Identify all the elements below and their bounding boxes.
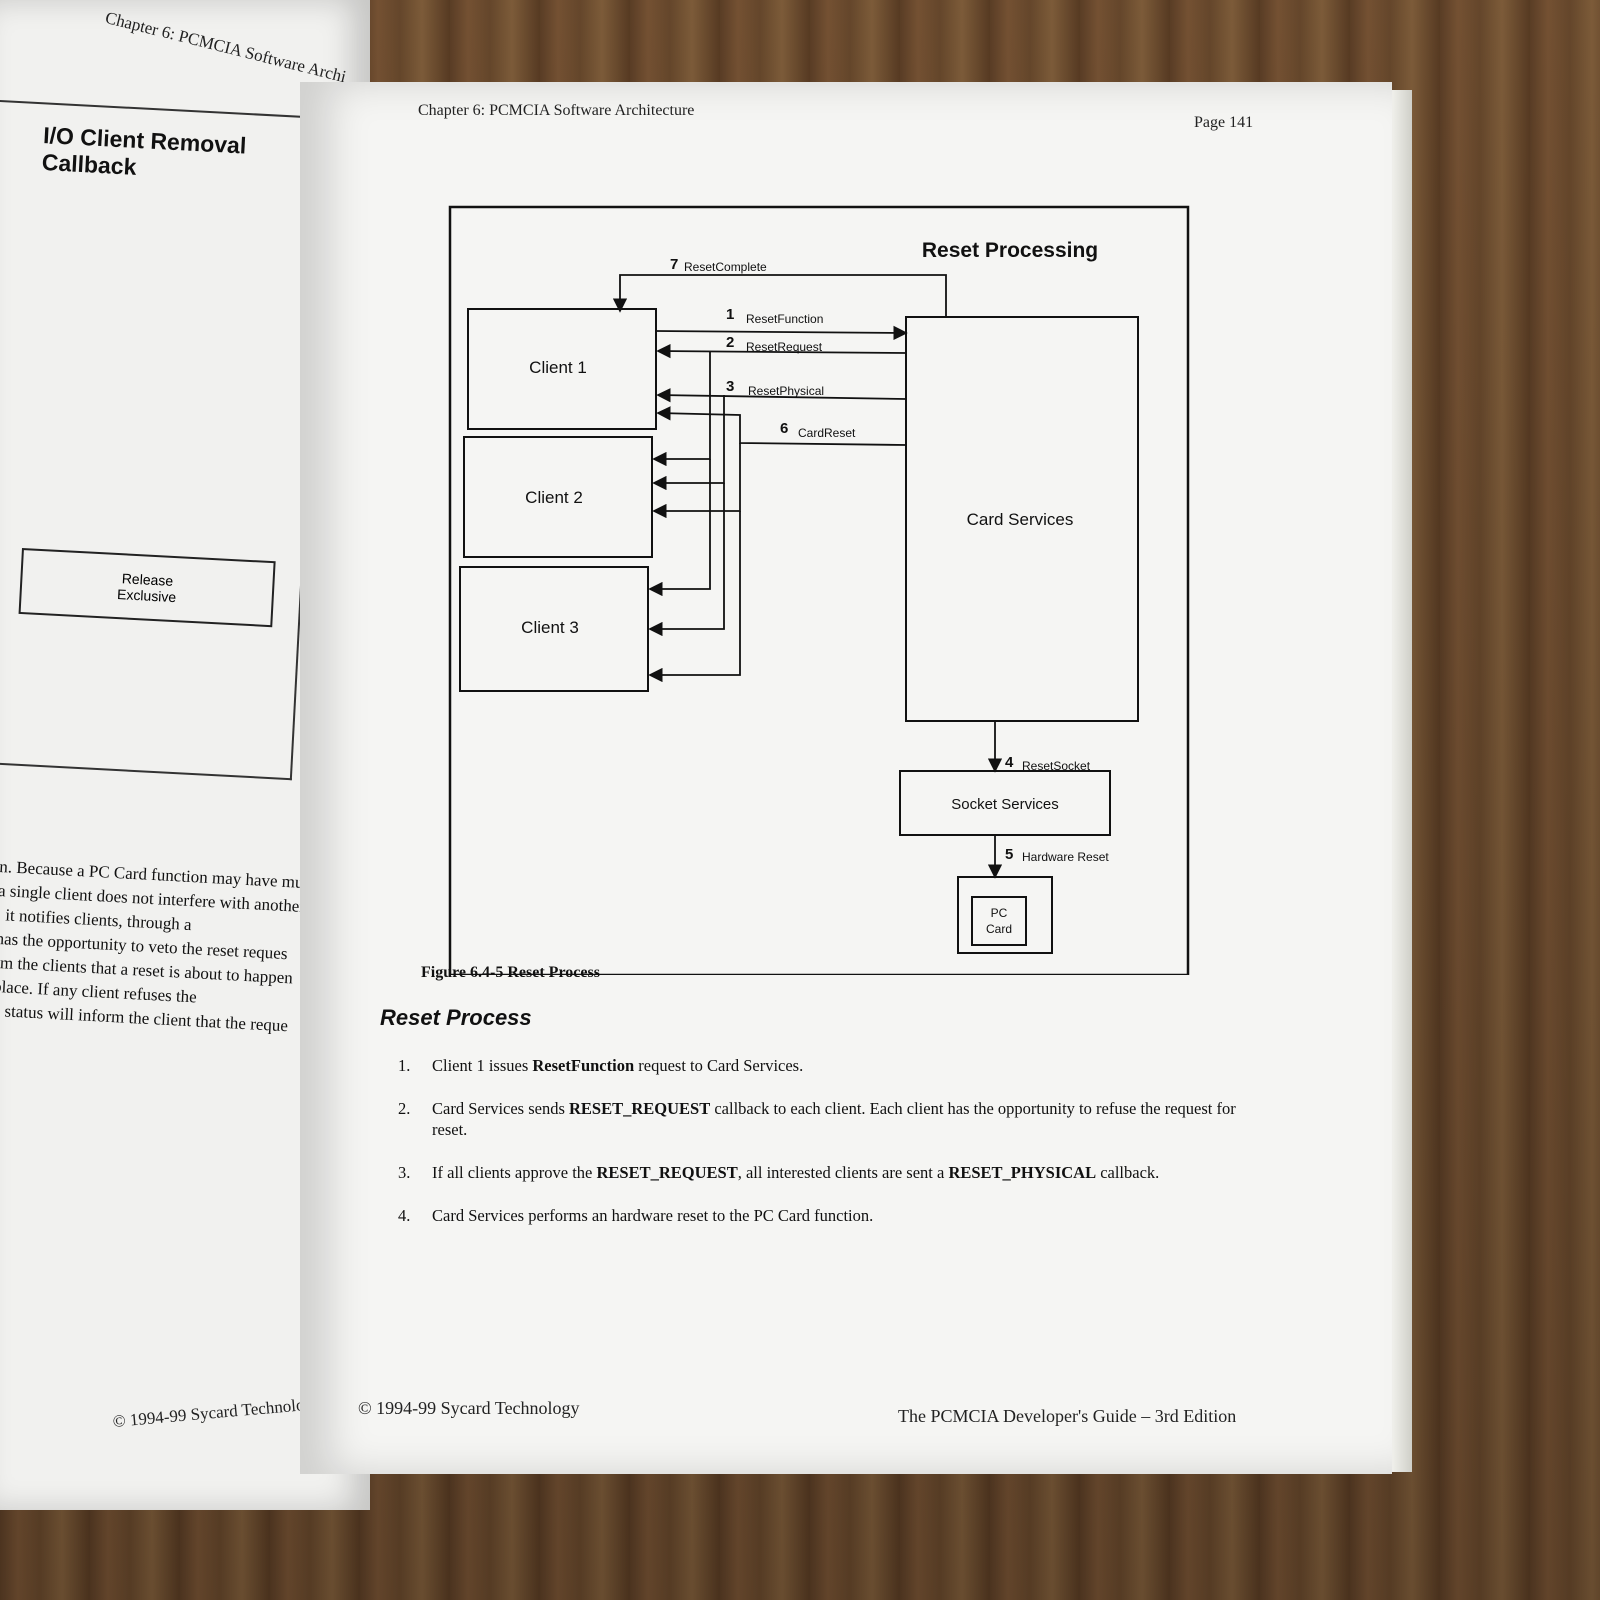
arrow-1-number: 1 [726,306,734,323]
arrow-6-label: CardReset [798,426,856,440]
pc-card-label-line1: PC [991,906,1008,920]
step-text-plain: Card Services performs an hardware reset… [432,1206,874,1225]
reset-process-diagram: Reset Processing Client 1 Client 2 Clien… [448,205,1190,975]
socket-services-label: Socket Services [951,796,1059,813]
client-2-label: Client 2 [525,488,583,507]
step-text-plain: callback. [1096,1163,1160,1182]
arrow-reset-physical-client3 [648,483,725,637]
step-number: 1. [398,1056,411,1075]
left-figure-box [0,100,327,781]
arrow-2-label: ResetRequest [746,340,823,354]
card-services-label: Card Services [967,510,1074,529]
page-number: Page 141 [1194,114,1254,131]
arrow-4-number: 4 [1005,754,1014,771]
right-page [300,82,1392,1474]
left-figure-title: I/O Client Removal Callback [41,122,247,187]
left-page-footer: © 1994-99 Sycard Technolog [112,1394,314,1431]
client-3-label: Client 3 [521,618,579,637]
step-item: 1. Client 1 issues ResetFunction request… [398,1055,1258,1076]
arrow-reset-request-client2 [652,352,711,467]
arrow-1-label: ResetFunction [746,312,823,326]
section-title: Reset Process [380,1005,532,1030]
arrow-card-reset-client3 [648,511,741,683]
page-header: Chapter 6: PCMCIA Software Architecture [418,102,695,119]
pc-card-inner [971,896,1027,946]
pc-card-outer [957,876,1053,954]
arrow-card-reset-client2 [652,443,741,519]
arrow-reset-physical-client2 [652,395,725,491]
step-text-bold: RESET_REQUEST [569,1099,711,1118]
step-text: Card Services sends RESET_REQUEST callba… [432,1098,1258,1140]
step-text: Card Services performs an hardware reset… [432,1205,873,1226]
client-1-label: Client 1 [529,358,587,377]
step-text: If all clients approve the RESET_REQUEST… [432,1162,1159,1183]
step-text-bold: ResetFunction [532,1056,635,1075]
arrow-7-label: ResetComplete [684,260,767,274]
figure-caption: Figure 6.4-5 Reset Process [421,964,600,981]
arrow-reset-complete [612,274,947,317]
step-number: 4. [398,1206,411,1225]
client-2-box [463,436,653,558]
arrow-reset-function [655,325,908,341]
figure-title: Reset Processing [922,239,1098,262]
step-text-plain: callback to each client. Each client has… [432,1099,1236,1139]
arrow-reset-request-client3 [648,459,711,597]
arrow-6-number: 6 [780,420,788,437]
step-number: 3. [398,1163,411,1182]
client-3-box [459,566,649,692]
step-text: Client 1 issues ResetFunction request to… [432,1055,803,1076]
arrow-card-reset [656,406,907,446]
card-services-box [905,316,1139,722]
left-page-header: Chapter 6: PCMCIA Software Archi [103,8,349,87]
socket-services-box [899,770,1111,836]
step-text-plain: Card Services sends [432,1099,570,1118]
step-text-plain: If all clients approve the [432,1163,597,1182]
step-text-plain: Client 1 issues [432,1056,533,1075]
client-1-box [467,308,657,430]
step-text-bold: RESET_PHYSICAL [948,1163,1097,1182]
arrow-5-label: Hardware Reset [1022,850,1109,864]
arrow-reset-physical [656,388,907,403]
step-text-bold: RESET_REQUEST [596,1163,738,1182]
step-item: 2. Card Services sends RESET_REQUEST cal… [398,1098,1258,1140]
step-item: 4. Card Services performs an hardware re… [398,1205,1258,1226]
arrow-3-number: 3 [726,378,734,395]
left-page-body: n. Because a PC Card function may have m… [0,855,320,1040]
book-title-footer: The PCMCIA Developer's Guide – 3rd Editi… [898,1406,1237,1426]
arrow-7-number: 7 [670,256,678,273]
step-text-plain: , all interested clients are sent a [737,1163,949,1182]
copyright-footer: © 1994-99 Sycard Technology [358,1398,580,1418]
reset-process-steps: 1. Client 1 issues ResetFunction request… [398,1055,1258,1248]
step-item: 3. If all clients approve the RESET_REQU… [398,1162,1258,1183]
arrow-3-label: ResetPhysical [748,384,824,398]
step-text-plain: request to Card Services. [634,1056,804,1075]
arrow-5-number: 5 [1005,846,1013,863]
arrow-4-label: ResetSocket [1022,759,1091,773]
figure-frame [448,205,1190,975]
arrow-reset-request [656,343,907,359]
pc-card-label-line2: Card [986,922,1012,936]
arrow-2-number: 2 [726,334,734,351]
release-exclusive-box: Release Exclusive [18,548,276,628]
step-number: 2. [398,1099,411,1118]
